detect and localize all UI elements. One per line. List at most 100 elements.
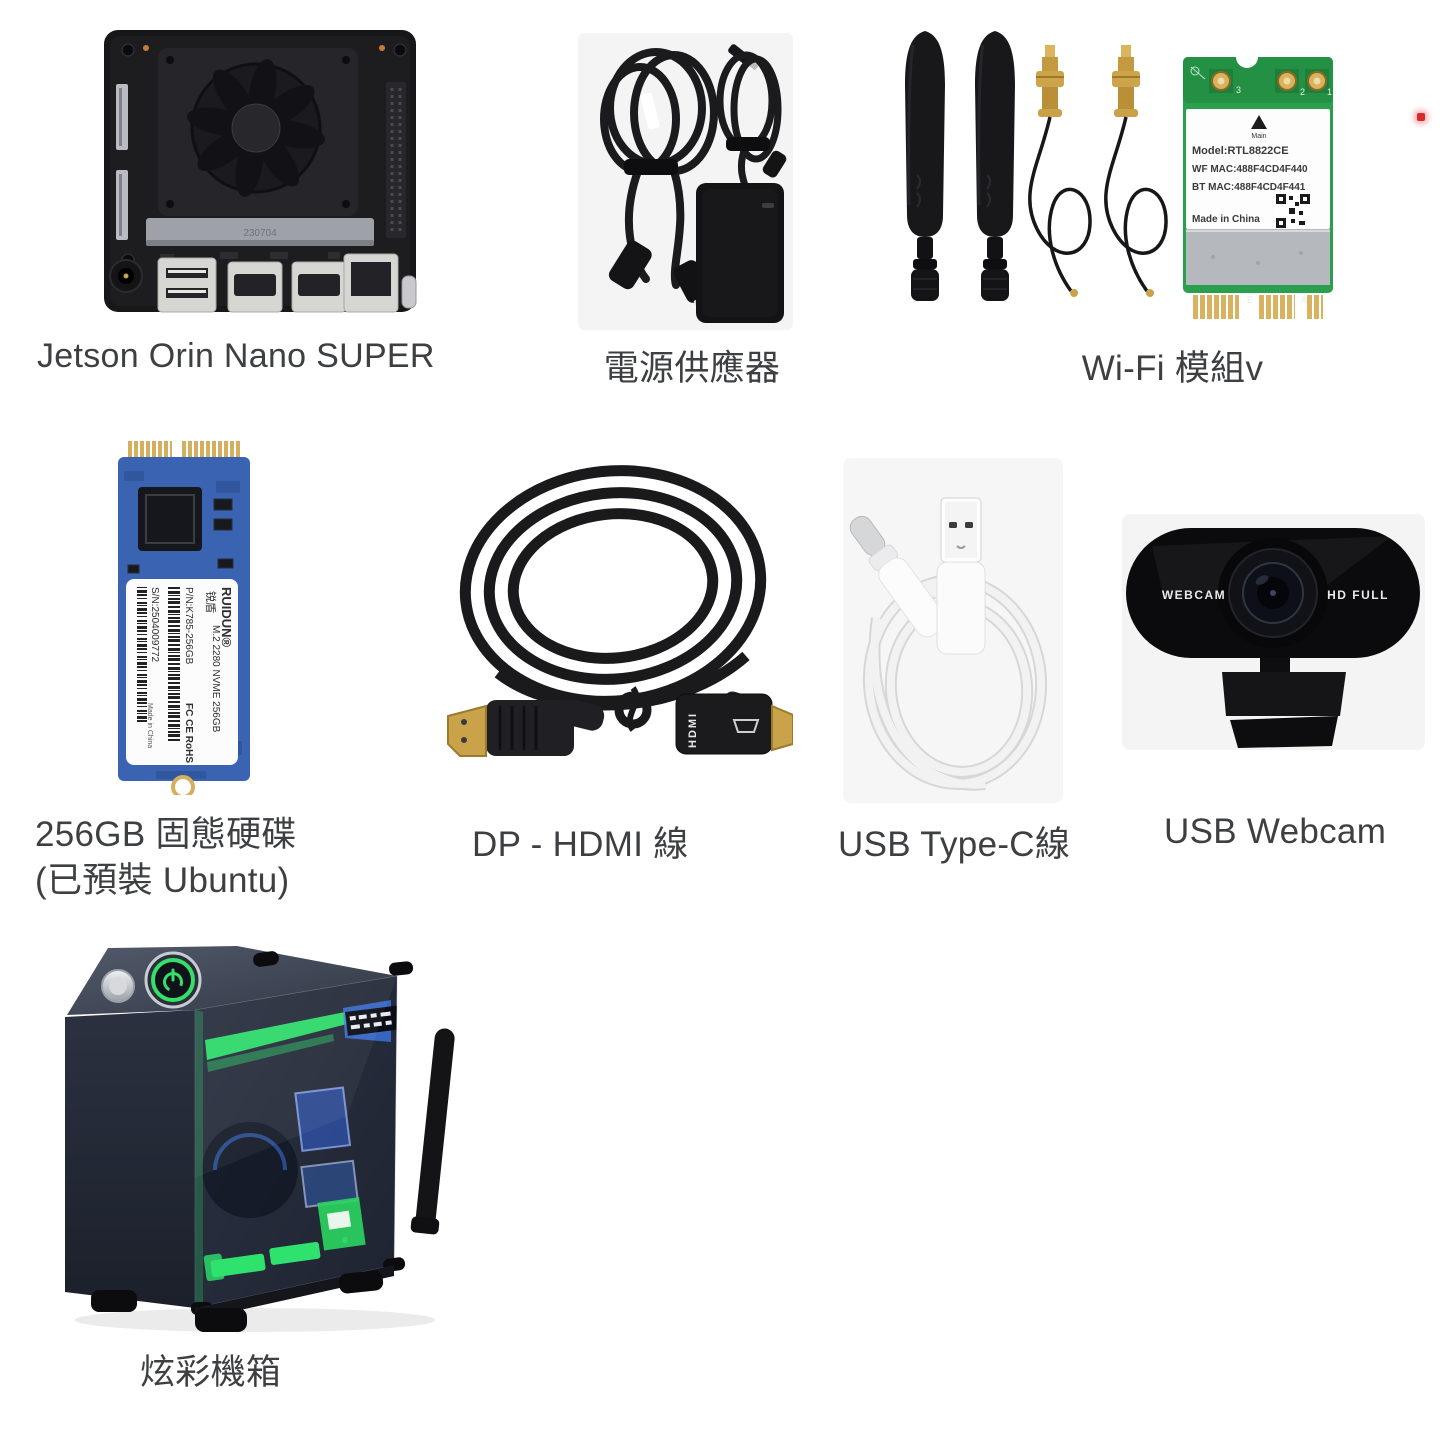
edge-label-e: E — [1247, 295, 1253, 305]
label-power-supply: 電源供應器 — [603, 349, 781, 388]
ssd-spec: M.2 2280 NVME 256GB — [210, 625, 221, 733]
pc-case-illustration — [65, 946, 455, 1332]
dp-connector — [447, 699, 605, 757]
label-ssd-line1: 256GB 固態硬碟 — [35, 815, 297, 854]
cable-sticker — [640, 92, 660, 130]
edge-label-a: A — [1301, 295, 1307, 305]
antenna-connector-3 — [1209, 69, 1233, 93]
gpio-header — [386, 82, 406, 238]
hdmi-gold-tip — [771, 704, 793, 752]
ssd-brand: RUIDUN® — [219, 587, 234, 648]
webcam-illustration: WEBCAM HD FULL — [1122, 514, 1425, 750]
usb-port-stack — [157, 257, 217, 313]
internal-green-board — [317, 1197, 366, 1251]
webcam-print-left: WEBCAM — [1162, 588, 1226, 602]
jetson-board-illustration: 230704 — [104, 30, 417, 313]
brick-led — [762, 203, 774, 208]
ssd-made-in: Made in China — [146, 703, 153, 748]
label-webcam: USB Webcam — [1164, 812, 1387, 851]
main-label: Main — [1251, 133, 1266, 140]
sma-pigtail-2 — [1104, 45, 1168, 297]
dc-cable-strap — [726, 137, 770, 151]
label-dp-hdmi: DP - HDMI 線 — [472, 825, 689, 864]
case-left-panel — [65, 1010, 195, 1308]
mini-display — [345, 1004, 397, 1036]
csi-camera-connectors — [116, 84, 128, 240]
wf-mac-text: WF MAC:488F4CD4F440 — [1192, 164, 1308, 175]
antenna-connector-1 — [1305, 69, 1329, 93]
case-internals — [195, 976, 397, 1308]
pc-case-photo — [45, 920, 485, 1335]
webcam-neck — [1260, 658, 1290, 674]
cable-knot — [614, 686, 652, 732]
bt-mac-text: BT MAC:488F4CD4F441 — [1192, 182, 1306, 193]
dc-inline-connector — [762, 150, 787, 178]
usb-c-connector — [849, 515, 947, 638]
antenna-number-1: 1 — [1327, 87, 1332, 97]
hdmi-logo-outline — [732, 719, 760, 733]
hdmi-connector: HDMI — [675, 691, 793, 755]
small-chips — [127, 498, 234, 574]
ssd-brand-cn: 锐盾 — [204, 591, 218, 613]
silk-screws — [1190, 66, 1206, 80]
wifi-kit-illustration: 3 2 1 Main Model:RTL8822CE WF MAC:488F4C… — [905, 31, 1333, 319]
case-top-face — [67, 946, 397, 1015]
sma-pigtail-1 — [1028, 45, 1092, 297]
usb-c-cable-photo — [843, 458, 1063, 803]
sodimm-connector: 230704 — [146, 218, 374, 246]
ssd-cert-marks: FC CE RoHS — [183, 703, 194, 763]
ssd-sticker — [126, 579, 238, 765]
usb-c-port — [401, 275, 417, 309]
label-wifi: Wi-Fi 模組v — [1081, 349, 1264, 388]
edge-glow — [195, 1010, 203, 1308]
antenna-1 — [905, 31, 945, 301]
ssd-sticker-text: RUIDUN® 锐盾 M.2 2280 NVME 256GB P/N:K785-… — [137, 587, 234, 763]
qr-code — [1275, 193, 1311, 229]
hdmi-port — [291, 261, 347, 313]
jetson-board-photo: 230704 — [100, 22, 420, 320]
webcam-lens — [1218, 538, 1328, 648]
dc-jack-pin — [123, 273, 129, 279]
mount-notch — [171, 775, 195, 795]
wifi-kit-photo: 3 2 1 Main Model:RTL8822CE WF MAC:488F4C… — [893, 25, 1368, 320]
label-ssd-line2: (已預裝 Ubuntu) — [35, 861, 290, 900]
model-text: Model:RTL8822CE — [1192, 145, 1289, 157]
power-brick — [696, 183, 784, 323]
red-marker-dot — [1417, 113, 1425, 121]
internal-brackets — [294, 1086, 359, 1208]
floor-shadow — [75, 1308, 435, 1332]
displayport-port — [227, 261, 283, 313]
fan-hub — [231, 103, 281, 153]
antenna-number-2: 2 — [1300, 87, 1305, 97]
webcam-photo: WEBCAM HD FULL — [1122, 514, 1425, 750]
label-ssd: 256GB 固態硬碟 (已預裝 Ubuntu) — [35, 812, 297, 904]
label-usb-c: USB Type-C線 — [838, 825, 1071, 864]
case-antenna — [410, 1028, 455, 1235]
iec-connector — [608, 240, 652, 290]
hdmi-print: HDMI — [687, 712, 699, 748]
reset-button — [101, 969, 135, 1003]
dp-hdmi-cable-photo: HDMI — [428, 458, 793, 786]
rgb-green-bars — [203, 1241, 321, 1282]
case-feet — [91, 1270, 384, 1332]
dp-hdmi-cable-illustration: HDMI — [447, 465, 793, 757]
ssd-serial-no: S/N:2504009772 — [149, 587, 160, 663]
webcam-print-right: HD FULL — [1327, 588, 1389, 602]
ssd-illustration: RUIDUN® 锐盾 M.2 2280 NVME 256GB P/N:K785-… — [118, 441, 250, 795]
sodimm-marking: 230704 — [243, 228, 277, 239]
antenna-2 — [975, 31, 1015, 301]
webcam-clip-upper — [1222, 672, 1346, 716]
label-case: 炫彩機箱 — [140, 1353, 282, 1392]
rgb-green-streak — [205, 1012, 347, 1060]
antenna-number-3: 3 — [1236, 85, 1241, 95]
ssd-part-no: P/N:K785-256GB — [183, 587, 194, 665]
power-supply-photo — [578, 33, 793, 330]
dp-gold-tip — [447, 704, 487, 757]
main-triangle-icon — [1251, 115, 1267, 129]
ac-cable-strap — [624, 159, 678, 175]
usb-c-cable-illustration — [843, 458, 1063, 803]
wifi-module-card: 3 2 1 Main Model:RTL8822CE WF MAC:488F4C… — [1183, 46, 1333, 319]
antenna-connector-2 — [1275, 69, 1299, 93]
glass-reflection — [195, 976, 397, 1178]
